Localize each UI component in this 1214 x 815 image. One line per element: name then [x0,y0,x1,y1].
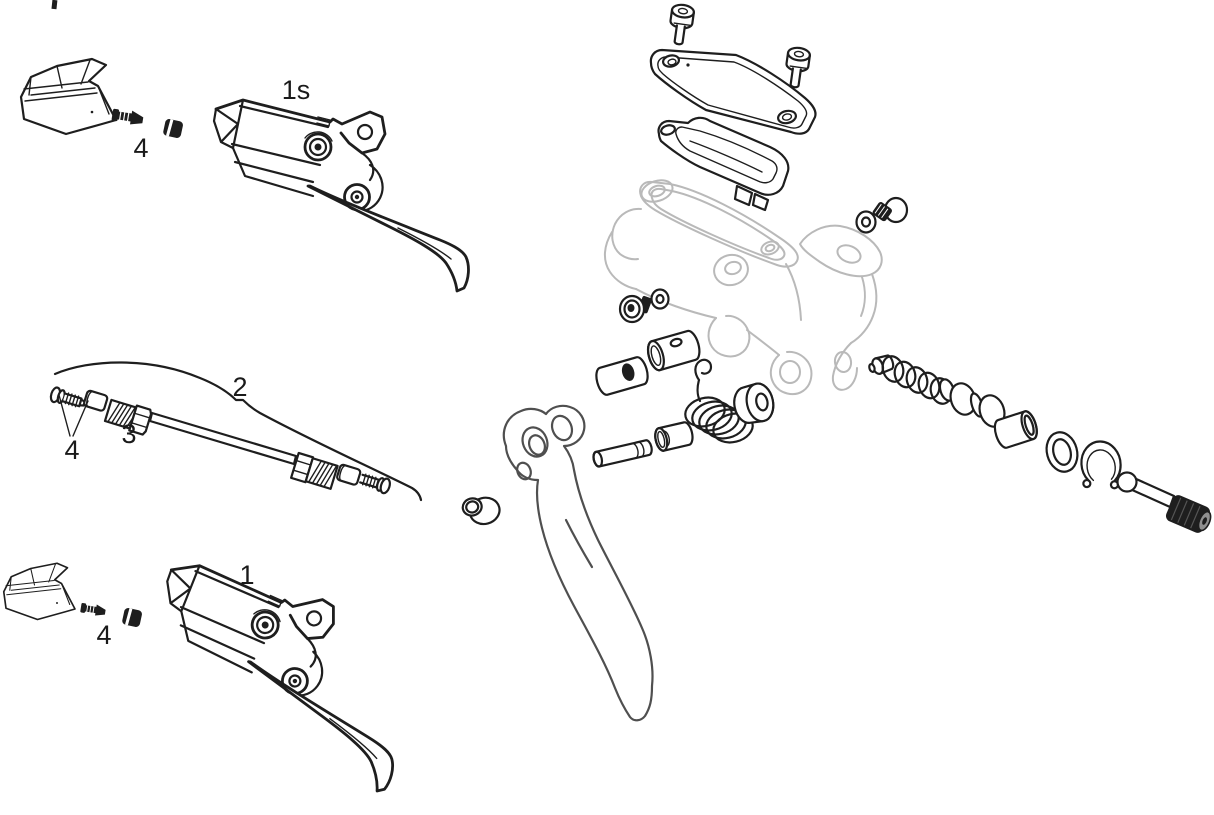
label-compression-nut: 3 [121,419,136,449]
label-clamp-bolt-top: 4 [133,133,148,163]
circlip [1080,440,1122,490]
split-bushing [654,421,694,452]
pivot-pin [592,439,653,468]
callout-arrow-4 [58,394,89,437]
reservoir-bladder [657,116,790,212]
hose-olive-left [83,389,109,412]
lever-assembly-1 [136,559,423,795]
flanged-grommet [733,382,775,424]
label-lever-assembly-1s: 1s [282,75,311,105]
clamp-cover-top [19,57,118,136]
cam-cylinder [595,356,649,396]
compensator-screw [618,288,670,324]
hose-barb-right [359,473,391,495]
lid-screw-right [782,45,812,90]
cropped-label-fragment [51,0,58,10]
reservoir-lid [649,48,817,135]
bleed-screw [855,196,909,234]
master-cylinder-body-ghost [604,179,883,396]
clamp-bolt-bottom [79,601,107,618]
blade-bushing [461,496,501,526]
hydraulic-hose [53,361,423,502]
label-clamp-bolt-bottom: 4 [96,620,111,650]
label-fitting-hardware: 4 [64,435,79,465]
hose-tube [148,411,298,466]
compression-nut-right [290,451,339,490]
spacer-top [161,116,186,141]
compression-nut-left [103,398,153,436]
clamp-cover-bottom [2,562,76,621]
lever-assembly-1s [212,98,470,293]
clamp-bolt-top [110,106,145,127]
hose-barb-left [49,386,86,408]
hose-olive-right [336,463,362,486]
lever-blade [502,404,654,722]
label-hose: 2 [232,372,247,402]
lid-screw-left [666,2,696,47]
pushrod [1116,471,1212,533]
seal-washer [1045,431,1079,473]
spacer-bottom [120,605,145,630]
piston-spring [868,354,953,405]
pivot-bushing [646,329,701,372]
piston [938,378,1038,449]
label-lever-assembly-1: 1 [239,560,254,590]
